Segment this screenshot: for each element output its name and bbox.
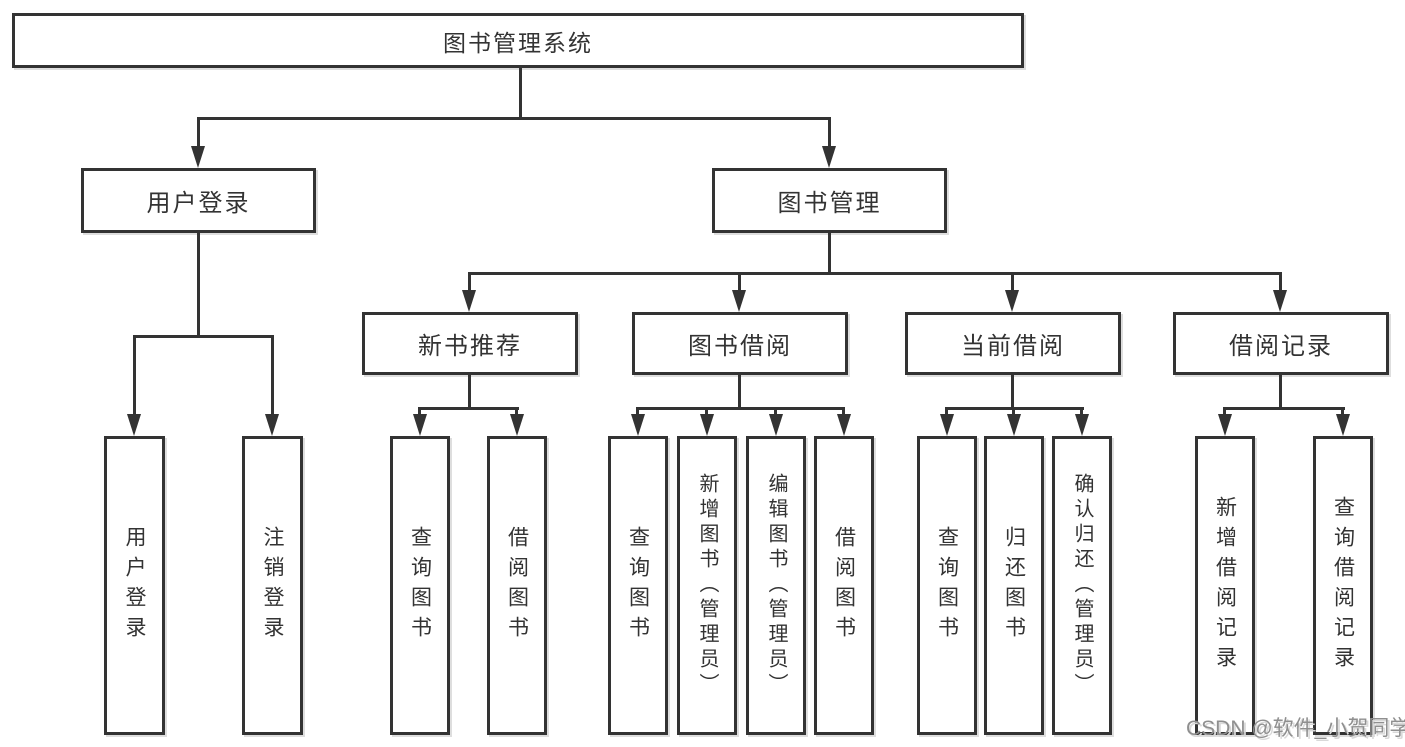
arrow-down-icon: [1336, 414, 1350, 436]
connector-borrow-records-stub: [1279, 375, 1282, 410]
node-user-login: 用户登录: [81, 168, 316, 233]
leaf-return-books-label: 归还图书: [1002, 525, 1026, 646]
arrow-down-icon: [265, 414, 279, 436]
leaf-query-books-label: 查询图书: [626, 525, 650, 646]
leaf-query-borrow-record: 查询借阅记录: [1313, 436, 1373, 735]
connector-drop-leaf: [418, 407, 421, 416]
arrow-down-icon: [769, 414, 783, 436]
node-new-book-recommend: 新书推荐: [362, 312, 578, 375]
leaf-query-books-label: 查询图书: [408, 525, 432, 646]
node-book-borrow-label: 图书借阅: [688, 333, 792, 360]
connector-book-borrow-bus: [636, 407, 845, 410]
arrow-down-icon: [631, 414, 645, 436]
node-user-login-label: 用户登录: [146, 190, 251, 217]
arrow-down-icon: [462, 290, 476, 312]
connector-drop-leaf: [842, 407, 845, 416]
leaf-query-borrow-record-label: 查询借阅记录: [1331, 495, 1355, 676]
connector-drop-new-books: [468, 272, 471, 292]
leaf-edit-books-admin: 编辑图书（管理员）: [746, 436, 806, 735]
node-current-borrow-label: 当前借阅: [961, 333, 1065, 360]
csdn-watermark: CSDN @软件_小贺同学: [1186, 717, 1405, 740]
node-library-system-label: 图书管理系统: [443, 29, 593, 56]
connector-new-books-bus: [418, 407, 519, 410]
node-borrow-records-label: 借阅记录: [1229, 333, 1333, 360]
leaf-borrow-books-borrow: 借阅图书: [814, 436, 874, 735]
connector-drop-leaf: [1080, 407, 1083, 416]
connector-drop-leaf: [133, 335, 136, 416]
arrow-down-icon: [413, 414, 427, 436]
connector-user-login-bus: [133, 335, 274, 338]
node-book-management: 图书管理: [712, 168, 947, 233]
leaf-logout-label: 注销登录: [261, 525, 284, 646]
leaf-add-books-admin-label: 新增图书（管理员）: [696, 473, 718, 698]
connector-level3-bus: [468, 272, 1282, 275]
connector-drop-book-borrow: [738, 272, 741, 292]
connector-root-bus: [197, 117, 831, 120]
connector-drop-user-login: [197, 117, 200, 148]
connector-drop-leaf: [945, 407, 948, 416]
connector-drop-leaf: [515, 407, 518, 416]
arrow-down-icon: [1005, 290, 1019, 312]
node-borrow-records: 借阅记录: [1173, 312, 1389, 375]
leaf-confirm-return-admin: 确认归还（管理员）: [1052, 436, 1112, 735]
arrow-down-icon: [191, 146, 205, 168]
leaf-logout: 注销登录: [242, 436, 303, 735]
leaf-query-books-borrow: 查询图书: [608, 436, 668, 735]
node-book-borrow: 图书借阅: [632, 312, 848, 375]
connector-drop-borrow-records: [1279, 272, 1282, 292]
leaf-edit-books-admin-label: 编辑图书（管理员）: [765, 473, 787, 698]
connector-user-login-stub: [197, 233, 200, 337]
node-new-book-recommend-label: 新书推荐: [418, 333, 522, 360]
leaf-add-borrow-record: 新增借阅记录: [1195, 436, 1255, 735]
leaf-borrow-books-label: 借阅图书: [505, 525, 529, 646]
arrow-down-icon: [1218, 414, 1232, 436]
node-current-borrow: 当前借阅: [905, 312, 1121, 375]
connector-book-mgmt-stub: [828, 233, 831, 275]
leaf-query-books-current: 查询图书: [917, 436, 977, 735]
arrow-down-icon: [822, 146, 836, 168]
leaf-borrow-books-newbooks: 借阅图书: [487, 436, 547, 735]
arrow-down-icon: [837, 414, 851, 436]
leaf-query-books-label: 查询图书: [935, 525, 959, 646]
arrow-down-icon: [1273, 290, 1287, 312]
connector-drop-leaf: [636, 407, 639, 416]
connector-drop-current-borrow: [1011, 272, 1014, 292]
connector-drop-leaf: [1223, 407, 1226, 416]
connector-current-borrow-stub: [1011, 375, 1014, 410]
leaf-return-books: 归还图书: [984, 436, 1044, 735]
arrow-down-icon: [940, 414, 954, 436]
arrow-down-icon: [510, 414, 524, 436]
connector-book-borrow-stub: [738, 375, 741, 410]
connector-root-stub: [519, 68, 522, 120]
connector-drop-book-mgmt: [828, 117, 831, 148]
arrow-down-icon: [127, 414, 141, 436]
arrow-down-icon: [1007, 414, 1021, 436]
connector-drop-leaf: [705, 407, 708, 416]
leaf-borrow-books-label: 借阅图书: [832, 525, 856, 646]
arrow-down-icon: [700, 414, 714, 436]
node-book-management-label: 图书管理: [777, 190, 882, 217]
leaf-user-login-label: 用户登录: [123, 525, 146, 646]
connector-new-books-stub: [468, 375, 471, 410]
connector-drop-leaf: [271, 335, 274, 416]
leaf-add-books-admin: 新增图书（管理员）: [677, 436, 737, 735]
connector-drop-leaf: [1341, 407, 1344, 416]
node-library-system: 图书管理系统: [12, 13, 1024, 68]
arrow-down-icon: [732, 290, 746, 312]
connector-borrow-records-bus: [1223, 407, 1345, 410]
leaf-add-borrow-record-label: 新增借阅记录: [1213, 495, 1237, 676]
connector-drop-leaf: [1012, 407, 1015, 416]
connector-drop-leaf: [774, 407, 777, 416]
leaf-confirm-return-admin-label: 确认归还（管理员）: [1071, 473, 1093, 698]
arrow-down-icon: [1075, 414, 1089, 436]
leaf-user-login: 用户登录: [104, 436, 165, 735]
leaf-query-books-newbooks: 查询图书: [390, 436, 450, 735]
